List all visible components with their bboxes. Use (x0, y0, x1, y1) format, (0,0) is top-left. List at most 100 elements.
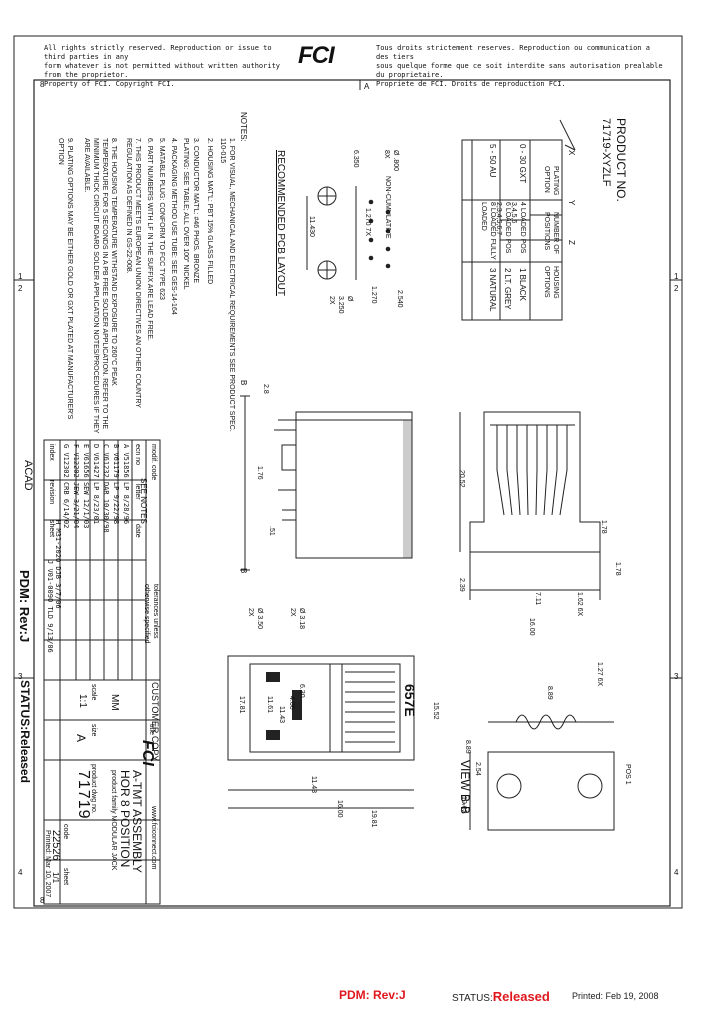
section-label-b: B (239, 568, 248, 574)
zone-marker: 1 (674, 272, 679, 281)
rev-index: G (62, 444, 70, 449)
rev-ecn: V01-0090 (46, 568, 54, 603)
note-item: 6. PART NUMBERS WITH LF IN THE SUFFIX AR… (146, 138, 153, 341)
note-item: 5. MATABLE PLUG: CONFORM TO FCC TYPE 623 (158, 138, 165, 300)
side-dim: 1.76 (256, 466, 263, 480)
units-value: MM (109, 694, 120, 711)
title-line: product family MODULAR JACK (110, 770, 117, 871)
title-block-logo: FCI (139, 740, 156, 766)
acad-label: ACAD (22, 460, 34, 491)
front-dim: 1.78 (614, 562, 621, 576)
notice-line: Tous droits strictement reserves. Reprod… (376, 44, 650, 61)
front-dim: 1.78 (600, 520, 607, 534)
bottom-dim: 6.30 (298, 684, 305, 698)
zone-marker: 2 (674, 284, 679, 293)
view-bb-dim: 8.89 (464, 740, 471, 754)
rev-ecn: V61427 (92, 452, 100, 478)
front-dim: 2.39 (458, 578, 465, 592)
front-dim: 16.00 (528, 618, 535, 636)
zone-marker: A (364, 82, 370, 91)
zone-marker: 4 (18, 868, 23, 877)
view-bb-dim: POS 1 (624, 764, 631, 785)
notice-line: sous quelque forme que ce soit interdite… (376, 62, 663, 79)
notice-line: All rights strictly reserved. Reproducti… (44, 44, 272, 61)
pcb-dim: 1.270 (370, 286, 377, 304)
pcb-dim: NON-CUMULATIVE (384, 176, 391, 239)
outer-frame (13, 35, 683, 909)
rev-date: 12/1/03 (82, 498, 90, 529)
pcb-dim: 11.430 (308, 216, 315, 237)
rev-index: H (54, 520, 62, 525)
pcb-layout-title: RECOMMENDED PCB LAYOUT (275, 150, 286, 296)
rev-ecn: V61179 (112, 452, 120, 478)
scale-value: 1:1 (77, 694, 88, 708)
rev-index: J (46, 560, 54, 565)
bottom-dim: 15.52 (432, 702, 439, 720)
side-dim: .51 (268, 526, 275, 536)
bottom-view-posts (266, 672, 302, 740)
bottom-dim: Ø 3.50 2X (247, 608, 263, 630)
rev-ecn: V51856 (122, 452, 130, 478)
scale-label: scale (90, 684, 97, 701)
pcb-pin-holes (368, 199, 391, 269)
status-value: Released (492, 989, 550, 1004)
rev-letter: DAR (102, 481, 110, 495)
view-bb (469, 714, 615, 831)
product-table-lines (461, 119, 576, 321)
side-view (240, 395, 413, 571)
rev-row: B V61179 LP 9/22/98 (111, 444, 120, 524)
front-view (459, 411, 601, 600)
status-label: STATUS: (452, 993, 493, 1004)
rev-row: A V51856 LP 8/28/96 (121, 444, 130, 524)
bottom-dim: 11.43 (310, 776, 317, 793)
rev-header: letter (134, 484, 141, 500)
rev-ecn: V12302 (62, 452, 70, 478)
rev-row: D V61427 LP 8/23/01 (91, 444, 100, 524)
rev-date: 8/28/96 (122, 494, 130, 525)
rev-letter: DJB (54, 566, 62, 580)
rev-letter: TLD (46, 606, 54, 620)
pcb-dim: 2.540 (396, 290, 403, 308)
bottom-dim: 19.81 (370, 810, 377, 828)
rev-ecn: V61656 (82, 452, 90, 478)
note-item: 1. FOR VISUAL, MECHANICAL AND ELECTRICAL… (219, 138, 235, 432)
side-view-hatch (403, 420, 412, 558)
bottom-dim: 11.61 (266, 696, 273, 713)
product-x-label: X (567, 150, 576, 156)
rev-ecn: M31-2020 (54, 528, 62, 563)
plating-row: 5 - 50 AU (488, 144, 497, 178)
zone-marker: 2 (18, 284, 23, 293)
rev-ecn: V61232 (102, 452, 110, 478)
note-item: PLATING: SEE TABLE; ALL OVER 100" NICKEL (182, 138, 189, 290)
bottom-dim: 11.43 (278, 706, 285, 723)
note-item: 2. HOUSING MAT'L: PBT 15% GLASS FILLED (206, 138, 213, 285)
rev-ecn: V12202 (72, 452, 80, 478)
col-positions: NUMBER OF POSITIONS (543, 212, 559, 254)
section-label-b: B (239, 380, 248, 386)
rev-letter: LP (122, 481, 130, 491)
view-bb-dim: 8.89 (546, 686, 553, 700)
col-housing: HOUSING OPTIONS (543, 266, 559, 299)
front-dim: 1.62 6X (576, 592, 583, 617)
rev-index: F (72, 444, 80, 449)
copyright-notice-fr: Tous droits strictement reserves. Reprod… (376, 44, 666, 89)
pcb-dim: Ø .800 8X (383, 150, 399, 172)
position-row: 8 LOADED FULLY LOADED (480, 202, 496, 260)
notes-title: NOTES: (239, 112, 248, 142)
zone-marker: 8 (40, 80, 45, 89)
pcb-dim: 1.270 7X (364, 208, 371, 237)
col-plating: PLATING OPTION (543, 166, 559, 196)
bottom-dim: 4.06 (288, 696, 295, 710)
note-item: 3. CONDUCTOR MAT'L: #46 PHOS. BRONZE (192, 138, 199, 283)
rev-letter: SEW (82, 481, 90, 495)
rev-date: 6/14/02 (62, 498, 70, 529)
sheet-label-tb: sheet (62, 868, 69, 886)
size-value: A (74, 734, 88, 743)
copyright-notice-en: All rights strictly reserved. Reproducti… (44, 44, 294, 89)
title-block-grid (43, 439, 161, 905)
rev-date: 10/30/98 (102, 498, 110, 533)
bottom-dim: Ø 3.18 2X (289, 608, 305, 630)
title-line: HOR 8 POSITION (118, 770, 132, 868)
rev-row: G V12302 CRB 6/14/02 (61, 444, 70, 528)
rev-row: C V61232 DAR 10/30/98 (101, 444, 110, 533)
